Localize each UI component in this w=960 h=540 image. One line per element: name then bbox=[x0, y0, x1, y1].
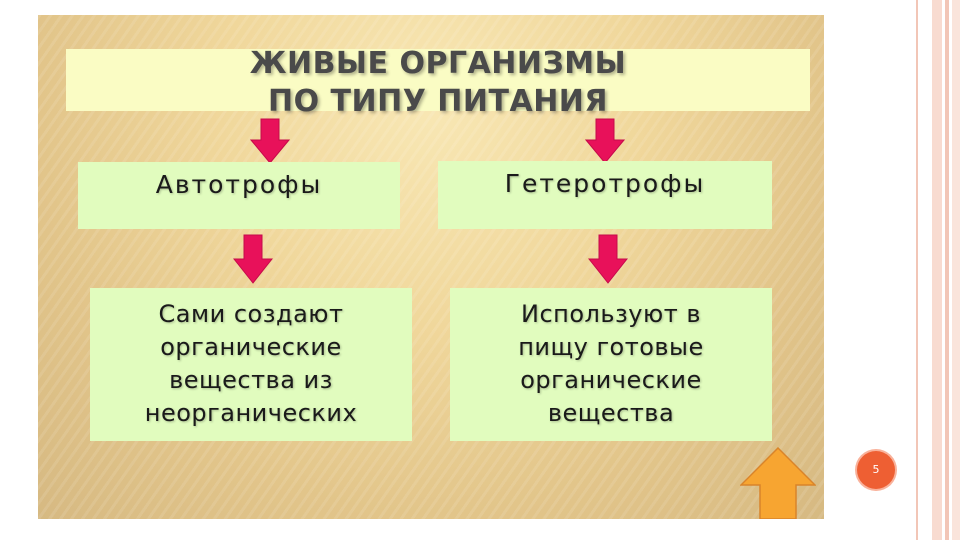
border-stripe bbox=[916, 0, 918, 540]
autotrophs-desc-line: вещества из bbox=[169, 366, 333, 394]
border-stripe bbox=[952, 0, 960, 540]
heterotrophs-desc-line: вещества bbox=[547, 399, 675, 427]
slide-title-line-2: ПО ТИПУ ПИТАНИЯ bbox=[267, 84, 609, 119]
autotrophs-heading: Автотрофы bbox=[155, 170, 323, 199]
down-arrow-icon bbox=[250, 118, 290, 164]
autotrophs-desc-line: органические bbox=[160, 333, 342, 361]
slide-title: ЖИВЫЕ ОРГАНИЗМЫ ПО ТИПУ ПИТАНИЯ bbox=[66, 45, 810, 121]
slide-title-line-1: ЖИВЫЕ ОРГАНИЗМЫ bbox=[249, 46, 627, 81]
autotrophs-description: Сами создают органические вещества из не… bbox=[90, 288, 412, 441]
autotrophs-heading-box: Автотрофы bbox=[78, 162, 400, 229]
border-stripe bbox=[945, 0, 949, 540]
border-stripe bbox=[932, 0, 942, 540]
down-arrow-icon bbox=[233, 234, 273, 284]
autotrophs-desc-line: Сами создают bbox=[158, 300, 344, 328]
page-number: 5 bbox=[872, 463, 880, 476]
page-number-badge: 5 bbox=[857, 451, 895, 489]
heterotrophs-heading-box: Гетеротрофы bbox=[438, 161, 772, 229]
heterotrophs-heading: Гетеротрофы bbox=[504, 169, 706, 198]
title-banner bbox=[66, 49, 810, 111]
autotrophs-desc-line: неорганических bbox=[144, 399, 358, 427]
heterotrophs-desc-line: органические bbox=[520, 366, 702, 394]
heterotrophs-description: Используют в пищу готовые органические в… bbox=[450, 288, 772, 441]
down-arrow-icon bbox=[585, 118, 625, 164]
down-arrow-icon bbox=[588, 234, 628, 284]
slide-image: ЖИВЫЕ ОРГАНИЗМЫ ПО ТИПУ ПИТАНИЯ Автотроф… bbox=[38, 15, 824, 519]
heterotrophs-desc-line: пищу готовые bbox=[518, 333, 704, 361]
up-arrow-icon[interactable] bbox=[740, 447, 816, 519]
heterotrophs-desc-line: Используют в bbox=[521, 300, 701, 328]
